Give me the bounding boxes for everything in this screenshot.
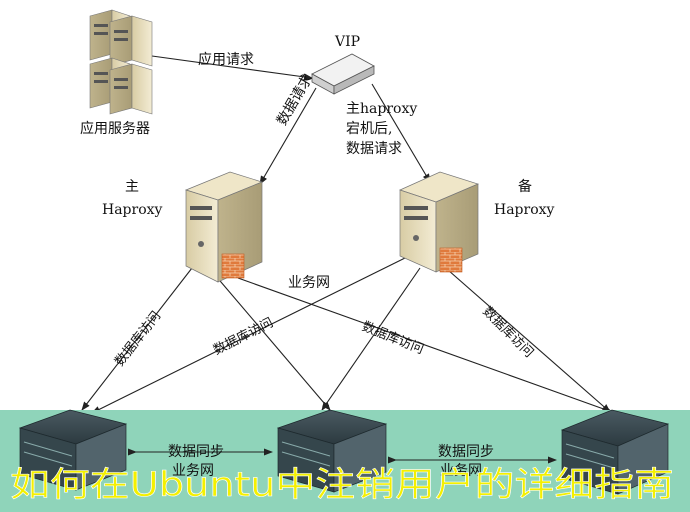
- app-servers-icon: [89, 9, 153, 115]
- edge-backup-to-db-left: [91, 257, 406, 414]
- business-net-left-label: 业务网: [172, 463, 214, 479]
- business-net-top-label: 业务网: [288, 275, 330, 291]
- vip-label: VIP: [334, 34, 360, 50]
- db-access-label-4: 数据库访问: [479, 303, 536, 360]
- edge-vip-to-backup: [371, 83, 431, 183]
- db-server-middle-icon: [276, 409, 388, 493]
- backup-label-line1: 备: [518, 178, 532, 195]
- connections: [81, 55, 613, 414]
- data-sync-right-label: 数据同步: [438, 444, 494, 460]
- edge-backup-to-db-mid: [321, 267, 421, 411]
- banner-title: 如何在Ubuntu中注销用户的详细指南: [10, 465, 674, 505]
- edge-vip-to-master: [259, 87, 317, 185]
- edge-master-to-db-left: [81, 267, 193, 411]
- master-haproxy-icon: [184, 171, 264, 283]
- app-request-label: 应用请求: [198, 51, 254, 68]
- db-server-left-icon: [18, 409, 128, 491]
- failover-note-line1: 主haproxy: [346, 101, 417, 117]
- vip-device-icon: [311, 53, 375, 95]
- app-servers-label: 应用服务器: [80, 120, 150, 137]
- data-sync-arrows: [128, 448, 557, 464]
- edge-app-to-vip: [151, 55, 313, 81]
- edge-master-to-db-right: [237, 277, 613, 413]
- db-server-right-icon: [560, 409, 670, 495]
- failover-note-line3: 数据请求: [346, 141, 402, 157]
- edge-backup-to-db-right: [447, 269, 611, 413]
- backup-label-line2: Haproxy: [494, 202, 555, 218]
- data-sync-left-label: 数据同步: [168, 444, 224, 460]
- data-request-label: 数据请求: [274, 72, 316, 128]
- edge-master-to-db-mid: [214, 274, 331, 411]
- master-label-line1: 主: [125, 179, 139, 195]
- business-net-right-label: 业务网: [440, 463, 482, 479]
- backup-haproxy-icon: [399, 171, 480, 273]
- db-access-label-2: 数据库访问: [211, 315, 276, 359]
- failover-note-line2: 宕机后,: [346, 121, 392, 137]
- db-access-label-3: 数据库访问: [360, 318, 426, 357]
- db-access-label-1: 数据库访问: [112, 308, 165, 369]
- master-label-line2: Haproxy: [102, 202, 163, 218]
